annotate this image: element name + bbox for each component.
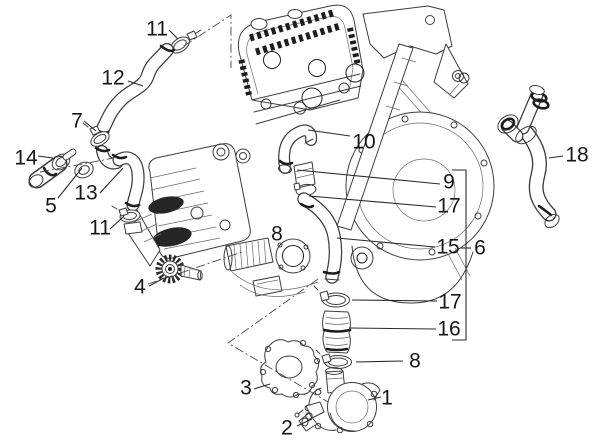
callout-leader-5 bbox=[57, 167, 83, 199]
elbow-hose-10 bbox=[278, 124, 318, 174]
callout-8-16: 8 bbox=[409, 350, 421, 373]
water-pump-1 bbox=[298, 367, 381, 434]
callout-17-11: 17 bbox=[437, 195, 460, 218]
callout-leader-11 bbox=[168, 29, 179, 40]
callout-leader-2 bbox=[296, 418, 313, 427]
callout-2-18: 2 bbox=[281, 417, 293, 440]
callout-13-5: 13 bbox=[74, 182, 97, 205]
callout-leader-14 bbox=[37, 155, 54, 159]
callout-18-20: 18 bbox=[565, 144, 588, 167]
callout-leader-12 bbox=[127, 80, 144, 87]
group-bracket-6 bbox=[452, 169, 467, 341]
callout-leader-15 bbox=[336, 237, 436, 248]
callout-15-12: 15 bbox=[436, 236, 459, 259]
callout-leader-7 bbox=[83, 120, 97, 132]
callout-10-9: 10 bbox=[352, 131, 375, 154]
callout-leader-4 bbox=[148, 277, 165, 287]
coolant-hose-13 bbox=[94, 145, 145, 212]
callout-leader-17 bbox=[351, 299, 438, 302]
hose-clamp-8-lower bbox=[315, 349, 352, 369]
hose-clamp-11-mid bbox=[111, 205, 143, 235]
callout-11-6: 11 bbox=[89, 217, 111, 240]
engine-crankcase bbox=[345, 111, 495, 304]
coolant-union-9 bbox=[293, 161, 317, 197]
coolant-sleeve-16 bbox=[322, 310, 352, 354]
callout-leader-9 bbox=[296, 169, 441, 185]
assembly-axis-lines bbox=[39, 14, 329, 403]
pump-gasket-3 bbox=[259, 339, 321, 399]
callout-leader-11 bbox=[109, 216, 124, 230]
callout-3-19: 3 bbox=[240, 377, 252, 400]
thermostat-union-14 bbox=[28, 148, 77, 189]
callout-11-0: 11 bbox=[146, 18, 168, 41]
hose-clamp-17-lower bbox=[313, 285, 350, 308]
callout-leader-3 bbox=[253, 383, 271, 390]
callout-6-13: 6 bbox=[474, 237, 486, 260]
callout-12-1: 12 bbox=[101, 67, 124, 90]
callout-4-7: 4 bbox=[134, 276, 146, 299]
callout-7-2: 7 bbox=[71, 110, 83, 133]
callout-leader-1 bbox=[367, 396, 382, 401]
callout-leader-10 bbox=[307, 129, 351, 137]
callout-leader-17 bbox=[308, 195, 437, 208]
callout-17-14: 17 bbox=[438, 291, 461, 314]
pump-gear-4 bbox=[155, 254, 203, 284]
engine-frame-plate bbox=[362, 5, 470, 149]
callout-leader-13 bbox=[99, 167, 124, 194]
engine-rear-cylinder bbox=[237, 4, 365, 125]
callout-9-10: 9 bbox=[443, 171, 455, 194]
callout-1-17: 1 bbox=[381, 387, 393, 410]
callout-16-15: 16 bbox=[437, 318, 460, 341]
callout-5-4: 5 bbox=[45, 195, 57, 218]
engine-frame-tube bbox=[336, 43, 417, 231]
callout-14-3: 14 bbox=[14, 147, 38, 170]
callout-leader-18 bbox=[548, 155, 564, 159]
y-hose-18 bbox=[497, 85, 560, 229]
drain-elbow-2 bbox=[294, 401, 325, 420]
callout-8-8: 8 bbox=[271, 223, 283, 246]
coolant-hose-15 bbox=[297, 192, 343, 284]
callout-leader-16 bbox=[348, 327, 437, 330]
engine-lower-assembly bbox=[223, 237, 319, 297]
callout-leader-8 bbox=[355, 360, 404, 363]
